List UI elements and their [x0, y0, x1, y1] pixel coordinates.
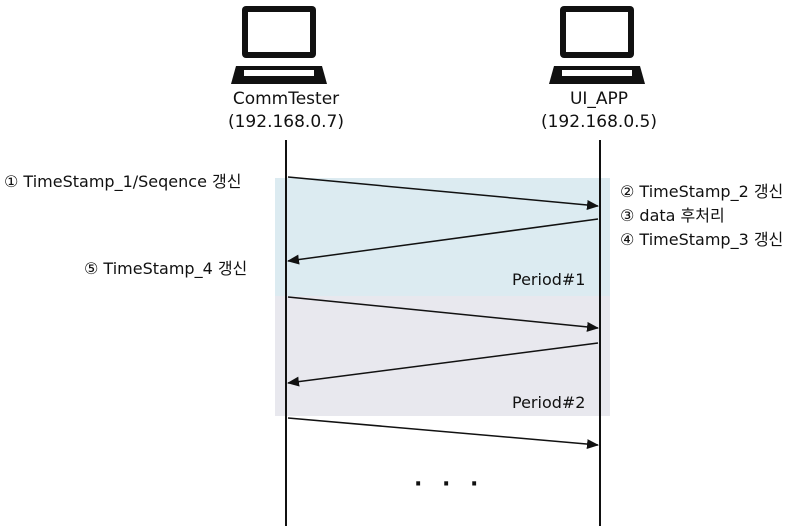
host-ip-commtester: (192.168.0.7): [227, 112, 344, 132]
message-4: [287, 342, 599, 387]
step-1-label: ① TimeStamp_1/Seqence 갱신: [4, 172, 242, 191]
step-2-label: ② TimeStamp_2 갱신: [620, 182, 784, 201]
host-name-commtester: CommTester: [232, 89, 340, 109]
step-5-label: ⑤ TimeStamp_4 갱신: [84, 259, 248, 278]
host-name-ui-app: UI_APP: [569, 89, 629, 109]
period-1-region: [275, 178, 610, 296]
continuation-ellipsis: · · ·: [414, 472, 485, 497]
step-3-label: ③ data 후처리: [620, 206, 725, 225]
period-1-label: Period#1: [512, 270, 586, 289]
step-4-label: ④ TimeStamp_3 갱신: [620, 230, 784, 249]
message-5: [287, 417, 599, 450]
period-2-region: [275, 296, 610, 416]
computer-icon: [549, 6, 645, 84]
period-2-label: Period#2: [512, 393, 586, 412]
computer-icon: [231, 6, 327, 84]
message-3: [287, 296, 599, 332]
message-2: [287, 218, 599, 265]
message-1: [287, 176, 599, 210]
host-ip-ui-app: (192.168.0.5): [540, 112, 657, 132]
